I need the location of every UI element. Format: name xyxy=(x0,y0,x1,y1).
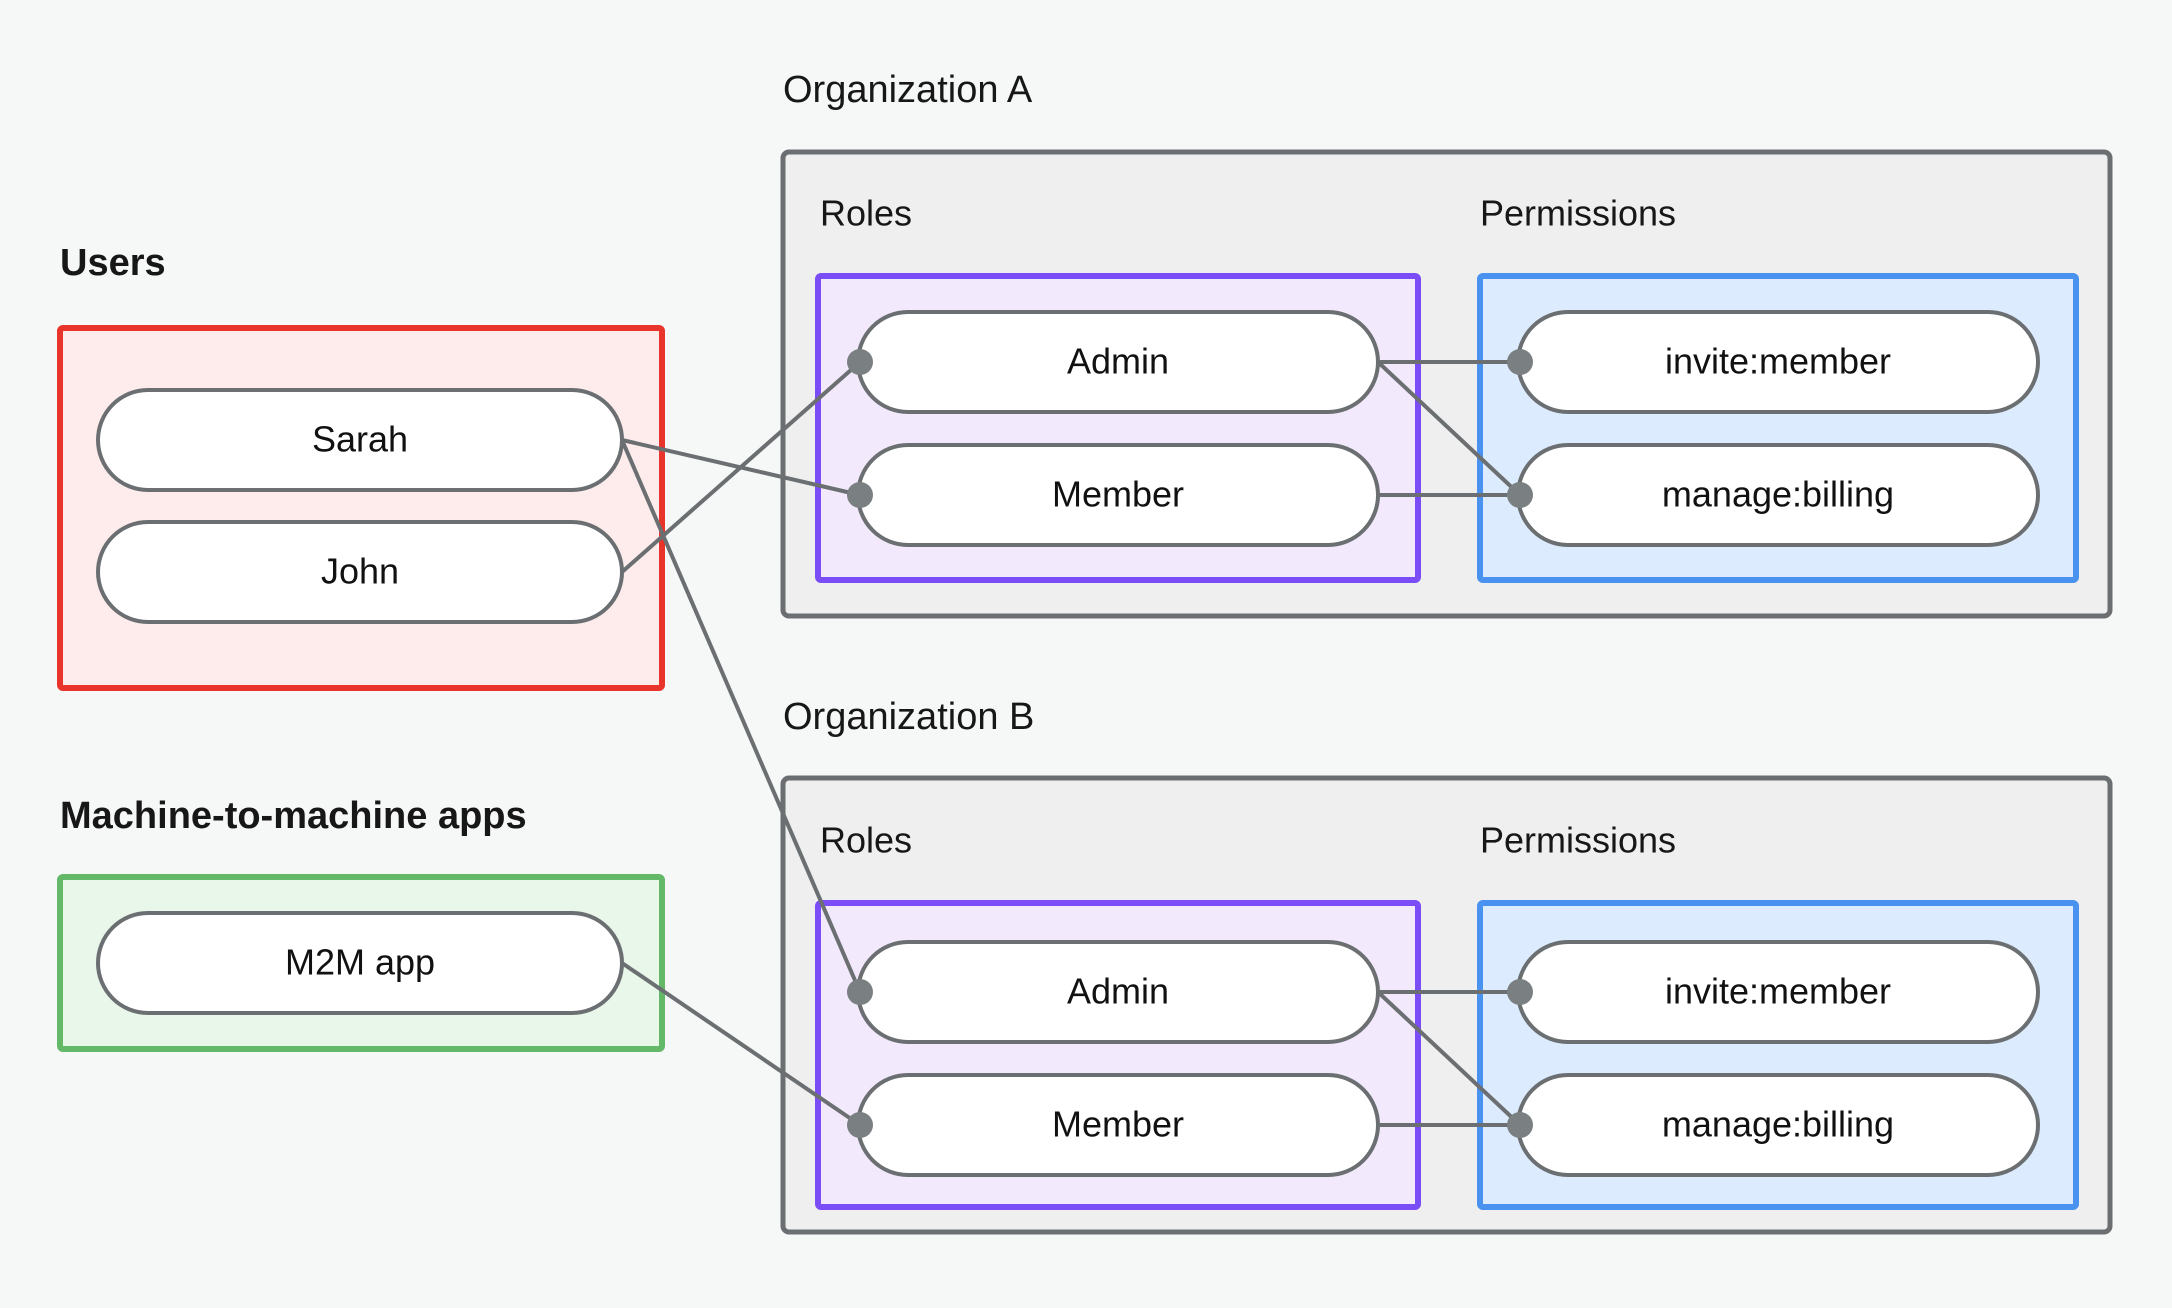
org-b-permissions-label: Permissions xyxy=(1480,820,1676,861)
endpoint-org-a-invite-in xyxy=(1507,349,1533,375)
node-org-b-member[interactable]: Member xyxy=(856,1073,1380,1177)
edge-sarah-to-org-b-admin xyxy=(620,439,862,993)
node-org-a-admin[interactable]: Admin xyxy=(856,310,1380,414)
node-org-a-admin-label: Admin xyxy=(1067,341,1169,382)
edge-layer xyxy=(620,360,1522,1127)
org-b-label: Organization B xyxy=(783,696,1034,738)
endpoint-org-b-billing-in xyxy=(1507,1112,1533,1138)
node-org-a-invite-member[interactable]: invite:member xyxy=(1516,310,2040,414)
users-group-label: Users xyxy=(60,242,166,284)
endpoint-org-a-admin-in xyxy=(847,349,873,375)
edge-endpoint-layer xyxy=(847,349,1533,1138)
org-a-roles-label: Roles xyxy=(820,193,912,234)
endpoint-org-b-member-in xyxy=(847,1112,873,1138)
node-john-label: John xyxy=(321,551,399,592)
org-a-label: Organization A xyxy=(783,69,1033,111)
node-john[interactable]: John xyxy=(96,520,624,624)
edge-org-b-admin-to-billing xyxy=(1376,990,1522,1127)
node-sarah[interactable]: Sarah xyxy=(96,388,624,492)
node-org-a-manage-billing[interactable]: manage:billing xyxy=(1516,443,2040,547)
node-org-a-invite-member-label: invite:member xyxy=(1665,341,1891,382)
edge-m2m-to-org-b-member xyxy=(620,961,862,1127)
node-m2m-app[interactable]: M2M app xyxy=(96,911,624,1015)
node-org-b-admin[interactable]: Admin xyxy=(856,940,1380,1044)
node-org-b-manage-billing[interactable]: manage:billing xyxy=(1516,1073,2040,1177)
org-b-roles-label: Roles xyxy=(820,820,912,861)
endpoint-org-a-billing-in xyxy=(1507,482,1533,508)
node-org-a-member[interactable]: Member xyxy=(856,443,1380,547)
node-m2m-app-label: M2M app xyxy=(285,942,435,983)
node-org-b-manage-billing-label: manage:billing xyxy=(1662,1104,1894,1145)
org-a-permissions-label: Permissions xyxy=(1480,193,1676,234)
users-container xyxy=(57,325,665,691)
edge-sarah-to-org-a-member xyxy=(621,438,861,497)
edge-org-a-admin-to-billing xyxy=(1376,360,1522,497)
node-org-b-invite-member[interactable]: invite:member xyxy=(1516,940,2040,1044)
node-org-a-manage-billing-label: manage:billing xyxy=(1662,474,1894,515)
node-org-a-member-label: Member xyxy=(1052,474,1184,515)
node-org-b-invite-member-label: invite:member xyxy=(1665,971,1891,1012)
m2m-group-label: Machine-to-machine apps xyxy=(60,795,527,837)
node-org-b-admin-label: Admin xyxy=(1067,971,1169,1012)
endpoint-org-b-admin-in xyxy=(847,979,873,1005)
endpoint-org-b-invite-in xyxy=(1507,979,1533,1005)
endpoint-org-a-member-in xyxy=(847,482,873,508)
node-sarah-label: Sarah xyxy=(312,419,408,460)
node-org-b-member-label: Member xyxy=(1052,1104,1184,1145)
